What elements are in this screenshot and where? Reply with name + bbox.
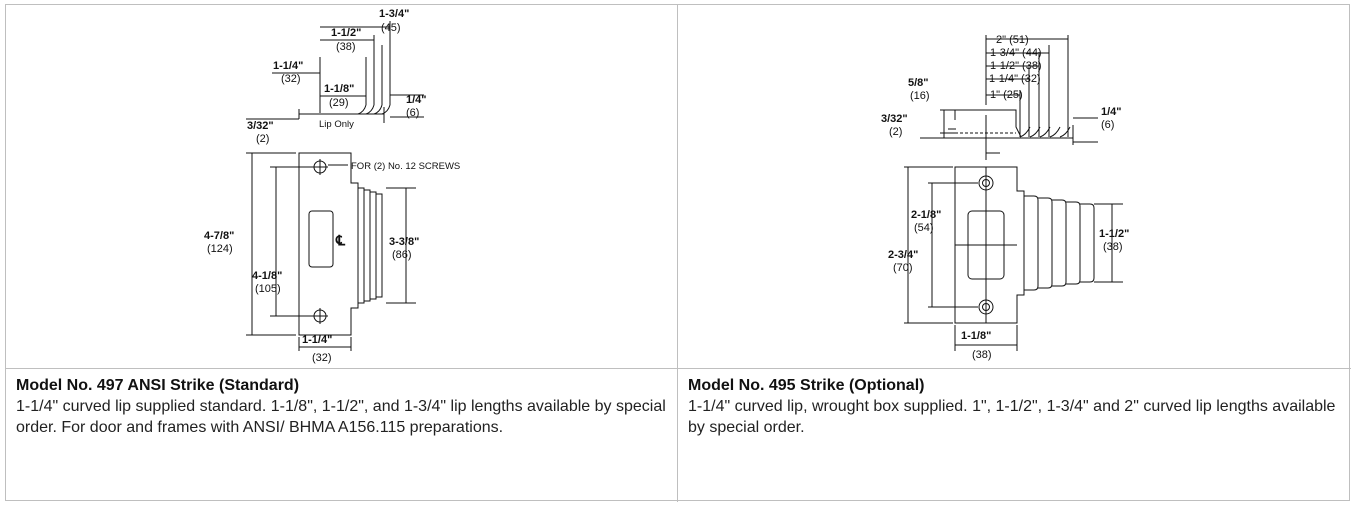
dim-497-thick-1-4: 1/4" (406, 94, 427, 106)
strike-spec-table: 1-3/4" (45) 1-1/2" (38) 1-1/4" (32) 1-1/… (5, 4, 1351, 502)
dim-497-lip-1-3-4-mm: (45) (381, 22, 401, 34)
dim-497-thick-1-4-mm: (6) (406, 107, 419, 119)
dim-497-width-1-1-4: 1-1/4" (302, 334, 332, 346)
dim-495-w-1-1-8: 1-1/8" (961, 330, 991, 342)
dim-495-w-1-1-2-mm: (38) (1103, 241, 1123, 253)
strike-497-caption: Model No. 497 ANSI Strike (Standard) 1-1… (6, 369, 678, 502)
strike-495-description: 1-1/4" curved lip, wrought box supplied.… (688, 398, 1336, 436)
dim-495-lip-1-3-4: 1-3/4" (44) (990, 47, 1042, 59)
label-497-lip-only: Lip Only (319, 119, 354, 130)
dim-495-h-2-1-8-mm: (54) (914, 222, 934, 234)
strike-495-caption: Model No. 495 Strike (Optional) 1-1/4" c… (678, 369, 1351, 502)
dim-495-box-5-8-mm: (16) (910, 90, 930, 102)
dim-497-lip-1-1-8: 1-1/8" (324, 83, 354, 95)
dim-495-lip-1: 1" (25) (990, 89, 1023, 101)
strike-497-title: Model No. 497 ANSI Strike (Standard) (16, 377, 300, 394)
dim-495-thick-1-4: 1/4" (1101, 106, 1122, 118)
dim-497-lip-1-1-4: 1-1/4" (273, 60, 303, 72)
dim-495-h-2-1-8: 2-1/8" (911, 209, 941, 221)
dim-497-lip-1-1-8-mm: (29) (329, 97, 349, 109)
strike-497-drawing-cell: 1-3/4" (45) 1-1/2" (38) 1-1/4" (32) 1-1/… (6, 5, 678, 369)
dim-495-w-1-1-8-mm: (38) (972, 349, 992, 361)
dim-497-lip-1-3-4: 1-3/4" (379, 8, 409, 20)
label-497-screws: FOR (2) No. 12 SCREWS (351, 161, 460, 172)
dim-497-height-4-1-8-mm: (105) (255, 283, 281, 295)
dim-497-lip-3-32-mm: (2) (256, 133, 269, 145)
strike-497-description: 1-1/4" curved lip supplied standard. 1-1… (16, 398, 666, 436)
dim-495-lip-1-1-4: 1-1/4" (32) (989, 73, 1041, 85)
dim-495-lip-3-32-mm: (2) (889, 126, 902, 138)
dim-497-lip-1-1-2: 1-1/2" (331, 27, 361, 39)
dim-495-lip-1-1-2: 1-1/2" (38) (990, 60, 1042, 72)
dim-497-height-4-1-8: 4-1/8" (252, 270, 282, 282)
centerline-symbol: ℄ (335, 232, 346, 248)
dim-495-thick-1-4-mm: (6) (1101, 119, 1114, 131)
dim-497-box-3-3-8: 3-3/8" (389, 236, 419, 248)
dim-495-box-5-8: 5/8" (908, 77, 929, 89)
strike-495-title: Model No. 495 Strike (Optional) (688, 377, 925, 394)
dim-497-lip-3-32: 3/32" (247, 120, 274, 132)
dim-495-lip-2: 2" (51) (996, 34, 1029, 46)
dim-495-lip-3-32: 3/32" (881, 113, 908, 125)
dim-497-lip-1-1-2-mm: (38) (336, 41, 356, 53)
dim-495-w-1-1-2: 1-1/2" (1099, 228, 1129, 240)
dim-497-lip-1-1-4-mm: (32) (281, 73, 301, 85)
dim-495-h-2-3-4-mm: (70) (893, 262, 913, 274)
dim-497-height-4-7-8-mm: (124) (207, 243, 233, 255)
dim-497-box-3-3-8-mm: (86) (392, 249, 412, 261)
strike-497-drawing: 1-3/4" (45) 1-1/2" (38) 1-1/4" (32) 1-1/… (204, 8, 460, 364)
strike-495-drawing-cell: 2" (51) 1-3/4" (44) 1-1/2" (38) 1-1/4" (… (678, 5, 1351, 369)
dim-495-h-2-3-4: 2-3/4" (888, 249, 918, 261)
dim-497-width-1-1-4-mm: (32) (312, 352, 332, 364)
dim-497-height-4-7-8: 4-7/8" (204, 230, 234, 242)
strike-495-drawing: 2" (51) 1-3/4" (44) 1-1/2" (38) 1-1/4" (… (881, 34, 1129, 361)
